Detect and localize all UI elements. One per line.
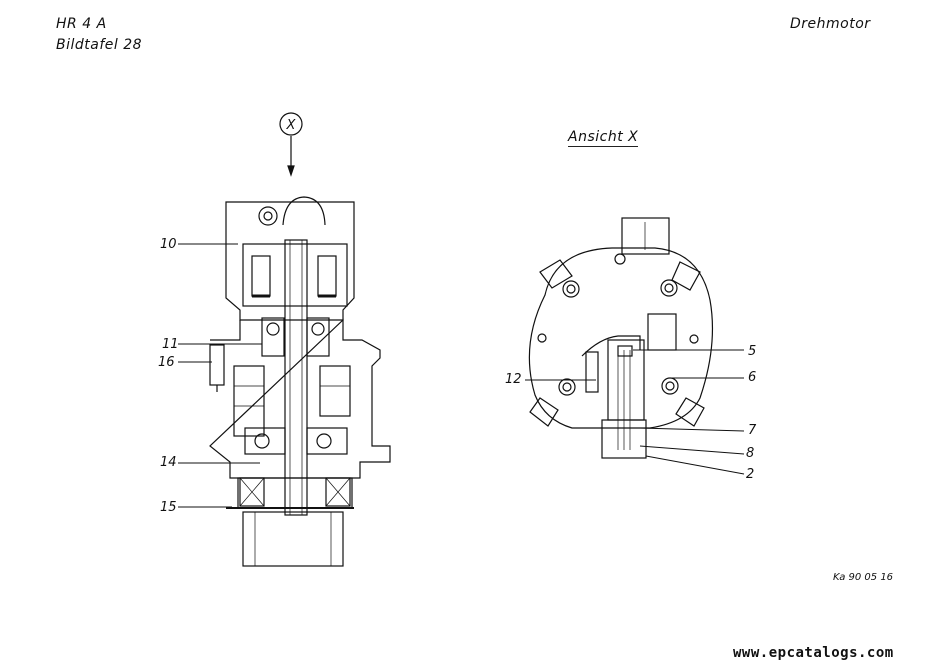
- view-marker: X: [279, 112, 303, 177]
- brake-chamber: [242, 243, 348, 307]
- right-leader-lines: [525, 349, 745, 475]
- callout-14: 14: [160, 455, 177, 470]
- motor-lower-housing: [237, 477, 353, 509]
- lower-bearing-left: [244, 427, 286, 455]
- view-marker-letter: X: [286, 118, 297, 133]
- callout-8: 8: [746, 446, 755, 461]
- upper-bearing-left: [261, 317, 285, 357]
- motor-body-outline: [528, 247, 714, 429]
- view-arrow-head: [287, 165, 295, 177]
- drive-shaft: [284, 239, 308, 516]
- callout-7: 7: [748, 423, 757, 438]
- view-x-title: Ansicht X: [568, 129, 639, 147]
- end-view: [528, 217, 714, 459]
- view-marker-circle: [279, 112, 303, 136]
- document-reference: Ka 90 05 16: [833, 572, 894, 583]
- watermark-link[interactable]: www.epcatalogs.com: [733, 645, 894, 661]
- output-pinion: [242, 511, 344, 567]
- valve-12: [585, 351, 599, 393]
- lower-bearing-right: [306, 427, 348, 455]
- callout-5: 5: [748, 344, 757, 359]
- upper-port: [614, 253, 626, 265]
- callout-12: 12: [505, 372, 522, 387]
- callout-16: 16: [158, 355, 175, 370]
- callout-6: 6: [748, 370, 757, 385]
- name-plate: [647, 313, 677, 351]
- side-port-left: [537, 333, 547, 343]
- callout-10: 10: [160, 237, 177, 252]
- dome-cap: [282, 196, 326, 226]
- drawing-title: Drehmotor: [790, 16, 871, 32]
- top-plug: [258, 206, 278, 226]
- left-leader-lines: [178, 243, 262, 508]
- gear-stage-left: [233, 365, 265, 437]
- callout-11: 11: [162, 337, 179, 352]
- model-label: HR 4 A: [56, 16, 107, 32]
- plate-label: Bildtafel 28: [56, 37, 143, 53]
- screw-16: [209, 344, 225, 386]
- top-valve-block: [621, 217, 670, 255]
- side-port-right: [689, 334, 699, 344]
- callout-15: 15: [160, 500, 177, 515]
- roller-bearing-right: [325, 477, 351, 507]
- upper-bearing-right: [306, 317, 330, 357]
- bolt-top-left: [562, 280, 580, 298]
- motor-mid-housing: [209, 318, 391, 479]
- bolt-bottom-left: [558, 378, 576, 396]
- callout-2: 2: [746, 467, 755, 482]
- roller-bearing-left: [239, 477, 265, 507]
- bolt-bottom-right: [661, 377, 679, 395]
- gear-stage-right: [319, 365, 351, 417]
- bolt-top-right: [660, 279, 678, 297]
- section-view: [209, 196, 391, 567]
